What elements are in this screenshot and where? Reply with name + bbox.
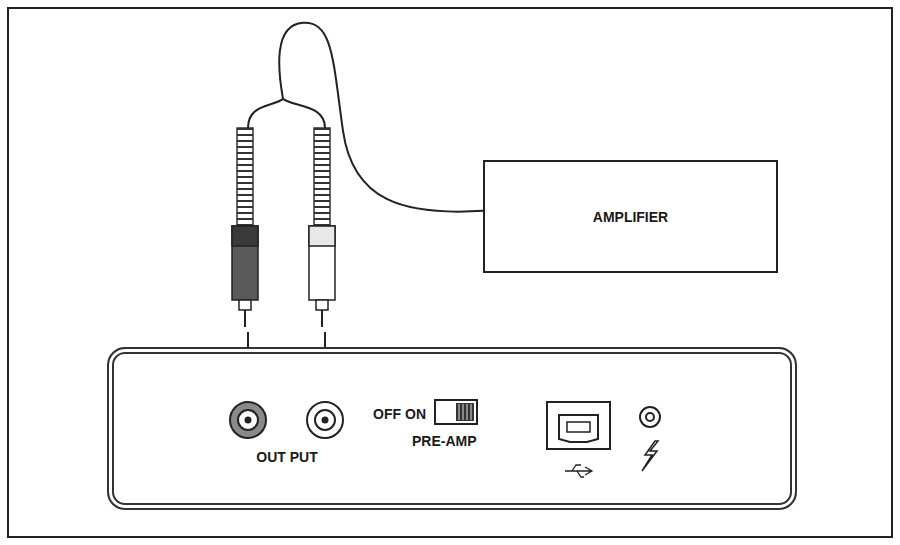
panel-label: OFF xyxy=(373,406,401,422)
device-rear-panel: OUT PUT OFFON PRE-AMP xyxy=(107,347,797,510)
amplifier-box: AMPLIFIER xyxy=(483,160,778,273)
power-jack xyxy=(640,407,660,471)
outer-frame xyxy=(8,8,892,537)
rca-cable xyxy=(248,23,483,401)
usb-port xyxy=(547,402,610,477)
output-jacks xyxy=(230,402,343,438)
rca-plug xyxy=(232,128,258,327)
panel-art xyxy=(109,349,795,508)
rca-plug xyxy=(309,128,335,327)
panel-label: ON xyxy=(405,406,426,422)
panel-label: PRE-AMP xyxy=(412,433,477,449)
preamp-switch xyxy=(435,400,477,424)
panel-label: OUT PUT xyxy=(256,449,317,465)
box-label: AMPLIFIER xyxy=(593,209,668,225)
